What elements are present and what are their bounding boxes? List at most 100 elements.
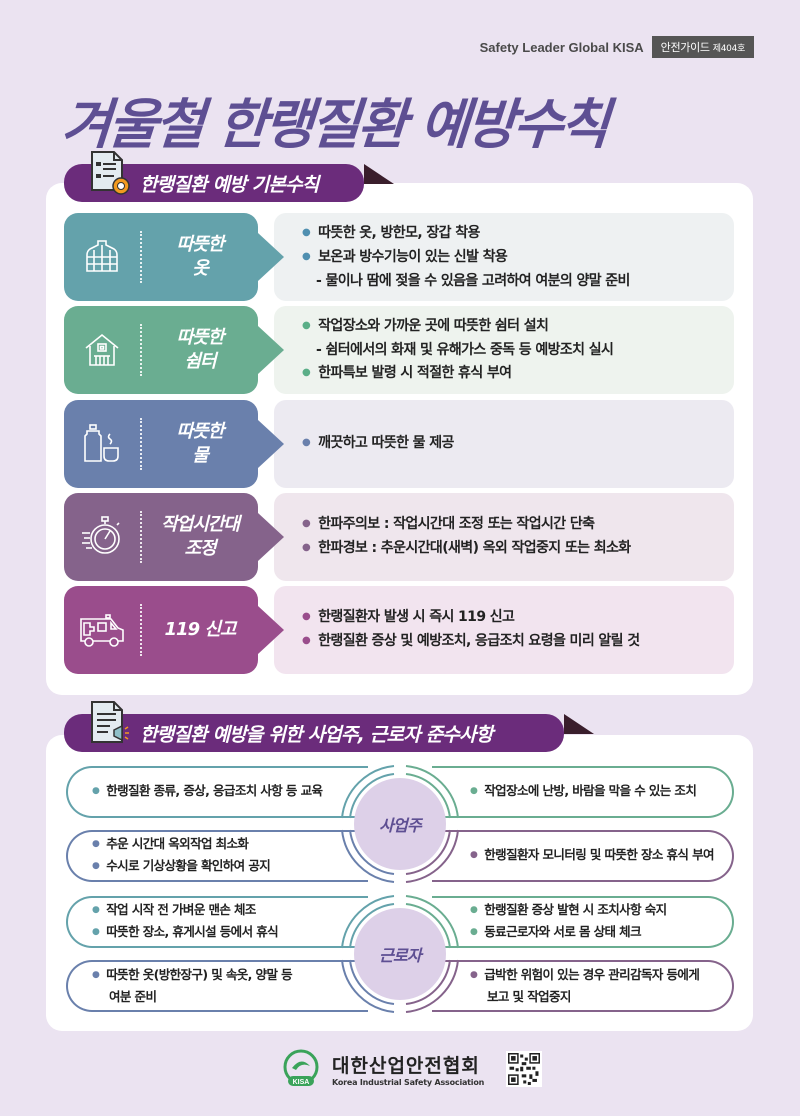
rule-label: 119 신고 xyxy=(142,618,258,642)
ribbon-tail xyxy=(564,714,594,734)
hub-ring-arcs xyxy=(341,765,459,883)
org-name-en: Korea Industrial Safety Association xyxy=(332,1078,485,1087)
badge-label: 안전가이드 xyxy=(660,41,710,54)
qr-code-icon[interactable] xyxy=(506,1051,543,1087)
rule-item: - 물이나 땀에 젖을 수 있음을 고려하여 여분의 양말 준비 xyxy=(316,272,630,289)
dotted-divider xyxy=(140,604,142,656)
compliance-item: 수시로 기상상황을 확인하여 공지 xyxy=(92,856,368,878)
rule-item: 한랭질환자 발생 시 즉시 119 신고 xyxy=(302,606,734,630)
rule-description-box: 한파주의보 : 작업시간대 조정 또는 작업시간 단축한파경보 : 추운시간대(… xyxy=(274,493,734,581)
rule-item: 보온과 방수기능이 있는 신발 착용 xyxy=(302,246,734,270)
rule-item: 한파특보 발령 시 적절한 휴식 부여 xyxy=(302,362,734,386)
rule-row: 119 신고 한랭질환자 발생 시 즉시 119 신고한랭질환 증상 및 예방조… xyxy=(64,586,734,674)
section-header-compliance: 한랭질환 예방을 위한 사업주, 근로자 준수사항 xyxy=(64,701,594,752)
rule-item: 한랭질환 증상 및 예방조치, 응급조치 요령을 미리 알릴 것 xyxy=(302,630,734,654)
rule-label-line1: 따뜻한 xyxy=(176,234,225,255)
hub-label: 사업주 xyxy=(354,778,446,870)
rule-description-box: 따뜻한 옷, 방한모, 장갑 착용보온과 방수기능이 있는 신발 착용 - 물이나… xyxy=(274,213,734,301)
svg-text:KISA: KISA xyxy=(293,1079,310,1086)
arrow-right-icon xyxy=(258,513,284,561)
rule-item: 한파주의보 : 작업시간대 조정 또는 작업시간 단축 xyxy=(302,513,734,537)
compliance-item: 작업장소에 난방, 바람을 막을 수 있는 조치 xyxy=(470,781,732,803)
rule-label-line1: 작업시간대 xyxy=(161,514,240,535)
compliance-item: 여분 준비 xyxy=(109,989,157,1004)
stopwatch-icon xyxy=(64,515,140,559)
brand-text: Safety Leader Global KISA xyxy=(479,39,644,55)
org-block: 대한산업안전협회 Korea Industrial Safety Associa… xyxy=(332,1051,484,1087)
padded-jacket-icon xyxy=(64,237,140,277)
rule-label-line2: 쉼터 xyxy=(184,351,216,372)
compliance-pill-top-right: 작업장소에 난방, 바람을 막을 수 있는 조치 xyxy=(432,766,734,818)
compliance-item: 한랭질환 종류, 증상, 응급조치 사항 등 교육 xyxy=(92,781,368,803)
compliance-pill-top-left: 한랭질환 종류, 증상, 응급조치 사항 등 교육 xyxy=(66,766,368,818)
compliance-item: 한랭질환자 모니터링 및 따뜻한 장소 휴식 부여 xyxy=(470,845,732,867)
arrow-right-icon xyxy=(258,420,284,468)
hub-ring-arcs xyxy=(341,895,459,1013)
arrow-right-icon xyxy=(258,606,284,654)
rule-label-box: 119 신고 xyxy=(64,586,258,674)
ambulance-icon xyxy=(64,610,140,650)
rule-item: 따뜻한 옷, 방한모, 장갑 착용 xyxy=(302,222,734,246)
compliance-pill-top-left: 작업 시작 전 가벼운 맨손 체조따뜻한 장소, 휴게시설 등에서 휴식 xyxy=(66,896,368,948)
arrow-right-icon xyxy=(258,326,284,374)
compliance-item: 급박한 위험이 있는 경우 관리감독자 등에게 xyxy=(470,965,732,987)
rule-description-box: 한랭질환자 발생 시 즉시 119 신고한랭질환 증상 및 예방조치, 응급조치… xyxy=(274,586,734,674)
rule-description-box: 깨끗하고 따뜻한 물 제공 xyxy=(274,400,734,488)
rule-label-line2: 물 xyxy=(192,445,209,466)
rule-description-box: 작업장소와 가까운 곳에 따뜻한 쉼터 설치 - 쉼터에서의 화재 및 유해가스 … xyxy=(274,306,734,394)
section-title: 한랭질환 예방을 위한 사업주, 근로자 준수사항 xyxy=(140,723,493,746)
shelter-house-icon xyxy=(64,330,140,370)
rule-label-line2: 조정 xyxy=(184,538,216,559)
rule-item: - 쉼터에서의 화재 및 유해가스 중독 등 예방조치 실시 xyxy=(316,341,614,358)
compliance-item: 동료근로자와 서로 몸 상태 체크 xyxy=(470,922,732,944)
compliance-item: 한랭질환 증상 발현 시 조치사항 숙지 xyxy=(470,900,732,922)
rule-item: 한파경보 : 추운시간대(새벽) 옥외 작업중지 또는 최소화 xyxy=(302,537,734,561)
compliance-pill-top-right: 한랭질환 증상 발현 시 조치사항 숙지동료근로자와 서로 몸 상태 체크 xyxy=(432,896,734,948)
arrow-right-icon xyxy=(258,233,284,281)
section-title: 한랭질환 예방 기본수칙 xyxy=(140,173,319,196)
compliance-item: 보고 및 작업중지 xyxy=(487,989,571,1004)
compliance-item: 따뜻한 장소, 휴게시설 등에서 휴식 xyxy=(92,922,368,944)
compliance-pill-bottom-right: 한랭질환자 모니터링 및 따뜻한 장소 휴식 부여 xyxy=(432,830,734,882)
rule-item: 작업장소와 가까운 곳에 따뜻한 쉼터 설치 xyxy=(302,315,734,339)
thermos-cup-icon xyxy=(64,422,140,466)
dotted-divider xyxy=(140,511,142,563)
badge-issue: 제404호 xyxy=(712,44,746,54)
compliance-pill-bottom-left: 추운 시간대 옥외작업 최소화수시로 기상상황을 확인하여 공지 xyxy=(66,830,368,882)
rule-item: 깨끗하고 따뜻한 물 제공 xyxy=(302,432,734,456)
kisa-logo-icon: KISA xyxy=(283,1049,319,1086)
compliance-item: 추운 시간대 옥외작업 최소화 xyxy=(92,834,368,856)
rule-label-line1: 따뜻한 xyxy=(176,421,225,442)
dotted-divider xyxy=(140,324,142,376)
org-name: 대한산업안전협회 xyxy=(332,1055,480,1077)
dotted-divider xyxy=(140,418,142,470)
dotted-divider xyxy=(140,231,142,283)
compliance-item: 작업 시작 전 가벼운 맨손 체조 xyxy=(92,900,368,922)
document-gear-icon xyxy=(91,151,130,195)
document-megaphone-icon xyxy=(91,701,129,743)
compliance-pill-bottom-left: 따뜻한 옷(방한장구) 및 속옷, 양말 등여분 준비 xyxy=(66,960,368,1012)
rule-label-line1: 119 신고 xyxy=(164,619,237,640)
hub-label: 근로자 xyxy=(354,908,446,1000)
compliance-item: 따뜻한 옷(방한장구) 및 속옷, 양말 등 xyxy=(92,965,368,987)
rule-label-line1: 따뜻한 xyxy=(176,327,225,348)
rule-label-line2: 옷 xyxy=(192,258,209,279)
ribbon-tail xyxy=(364,164,394,184)
page-title: 겨울철 한랭질환 예방수칙 xyxy=(59,93,609,156)
section-header-basic-rules: 한랭질환 예방 기본수칙 xyxy=(64,151,394,202)
